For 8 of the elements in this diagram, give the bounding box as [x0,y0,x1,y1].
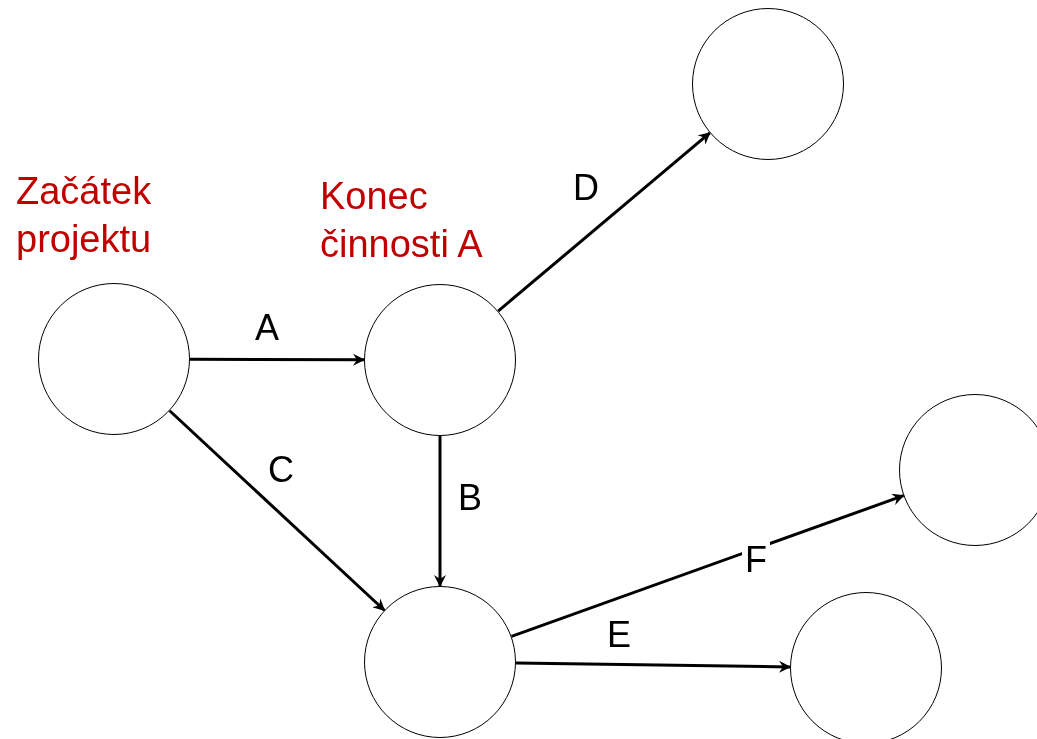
node-heading: Začátek projektu [16,169,153,262]
arrow [511,493,905,638]
arrow [497,131,711,313]
arrow [190,353,365,366]
node-heading: Konec činnosti A [320,174,484,267]
arrow [168,409,386,612]
arrow [434,436,446,587]
arrow [515,660,791,673]
